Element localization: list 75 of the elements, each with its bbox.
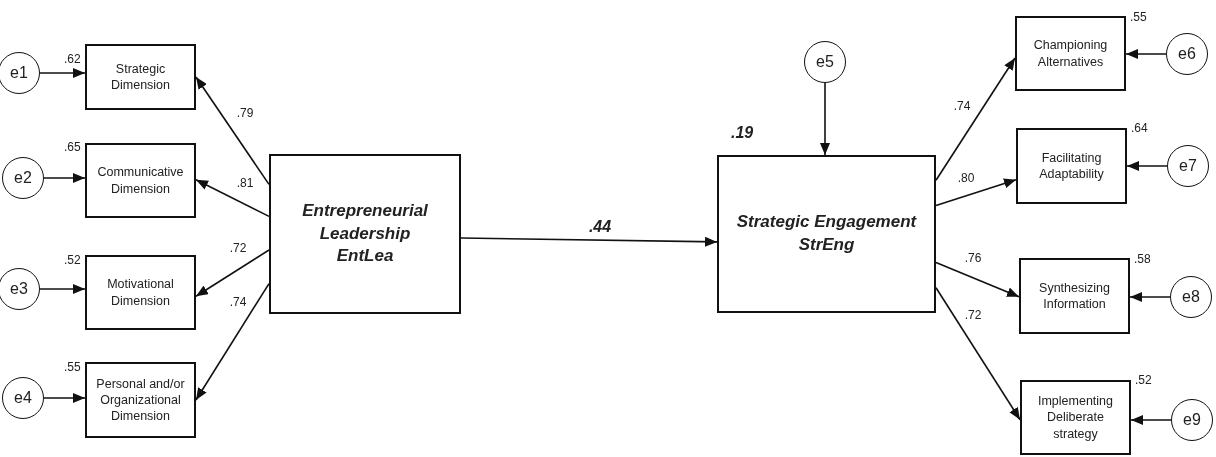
edge-label: .74 <box>952 99 972 113</box>
node-label: Motivational Dimension <box>106 276 175 309</box>
coefficient-label: .64 <box>1131 121 1148 135</box>
node-label: e1 <box>10 62 28 83</box>
latent-variable-box <box>269 154 461 314</box>
arrow <box>935 57 1016 182</box>
arrow <box>935 286 1021 421</box>
edge-label: .72 <box>963 308 983 322</box>
edge-label: .76 <box>963 251 983 265</box>
coefficient-label: .19 <box>731 124 754 142</box>
coefficient-label: .55 <box>1130 10 1147 24</box>
latent-variable-box <box>717 155 936 313</box>
coefficient-label: .58 <box>1134 252 1151 266</box>
node-label: Implementing Deliberate strategy <box>1036 393 1114 442</box>
indicator-box <box>85 255 196 330</box>
error-circle <box>1167 145 1209 187</box>
arrow <box>195 282 270 401</box>
node-label: e6 <box>1178 43 1196 64</box>
node-label: Strategic Engagement <box>736 211 917 234</box>
node-label: e8 <box>1182 286 1200 307</box>
indicator-box <box>1016 128 1127 204</box>
arrow <box>195 178 270 218</box>
error-circle <box>1170 276 1212 318</box>
indicator-box <box>85 44 196 110</box>
arrow <box>1126 161 1168 171</box>
edge-label: .81 <box>235 176 255 190</box>
error-circle <box>2 157 44 199</box>
coefficient-label: .55 <box>64 360 81 374</box>
arrow <box>39 284 86 294</box>
indicator-box <box>1015 16 1126 91</box>
error-circle <box>2 377 44 419</box>
indicator-box <box>85 362 196 438</box>
indicator-box <box>1019 258 1130 334</box>
node-label: e5 <box>816 51 834 72</box>
node-label: Synthesizing Information <box>1038 279 1111 313</box>
arrow <box>820 82 830 156</box>
node-label: Communicative Dimension <box>96 164 185 197</box>
arrow <box>39 68 86 78</box>
edge-label: .74 <box>228 295 248 309</box>
edge-label: .80 <box>956 171 976 185</box>
node-label: e4 <box>14 387 32 408</box>
node-label: e9 <box>1183 409 1201 430</box>
coefficient-label: .52 <box>1135 373 1152 387</box>
node-label: Entrepreneurial Leadership <box>301 199 429 245</box>
error-circle <box>0 52 40 94</box>
arrow <box>195 76 270 186</box>
arrow <box>1130 415 1172 425</box>
node-label: Personal and/or Organizational Dimension <box>95 375 186 425</box>
arrow <box>43 393 86 403</box>
node-label: Strategic Dimension <box>109 60 172 94</box>
node-label: Facilitating Adaptability <box>1038 149 1105 183</box>
node-label: e3 <box>10 278 28 299</box>
node-label: EntLea <box>336 245 394 268</box>
edge-label: .79 <box>235 106 255 120</box>
arrow <box>460 236 718 247</box>
indicator-box <box>85 143 196 218</box>
coefficient-label: .52 <box>64 253 81 267</box>
error-circle <box>0 268 40 310</box>
arrow <box>195 249 270 298</box>
arrow <box>1129 292 1171 302</box>
node-label: StrEng <box>798 234 855 256</box>
error-circle <box>1166 33 1208 75</box>
arrow <box>935 178 1017 207</box>
coefficient-label: .62 <box>64 52 81 66</box>
node-label: e2 <box>14 167 32 188</box>
node-label: e7 <box>1179 155 1197 176</box>
coefficient-label: .65 <box>64 140 81 154</box>
error-circle <box>1171 399 1213 441</box>
edge-label: .72 <box>228 241 248 255</box>
indicator-box <box>1020 380 1131 455</box>
arrow <box>43 173 86 183</box>
arrow <box>935 261 1020 298</box>
arrow <box>1125 49 1167 59</box>
error-circle <box>804 41 846 83</box>
node-label: Championing Alternatives <box>1032 37 1109 70</box>
